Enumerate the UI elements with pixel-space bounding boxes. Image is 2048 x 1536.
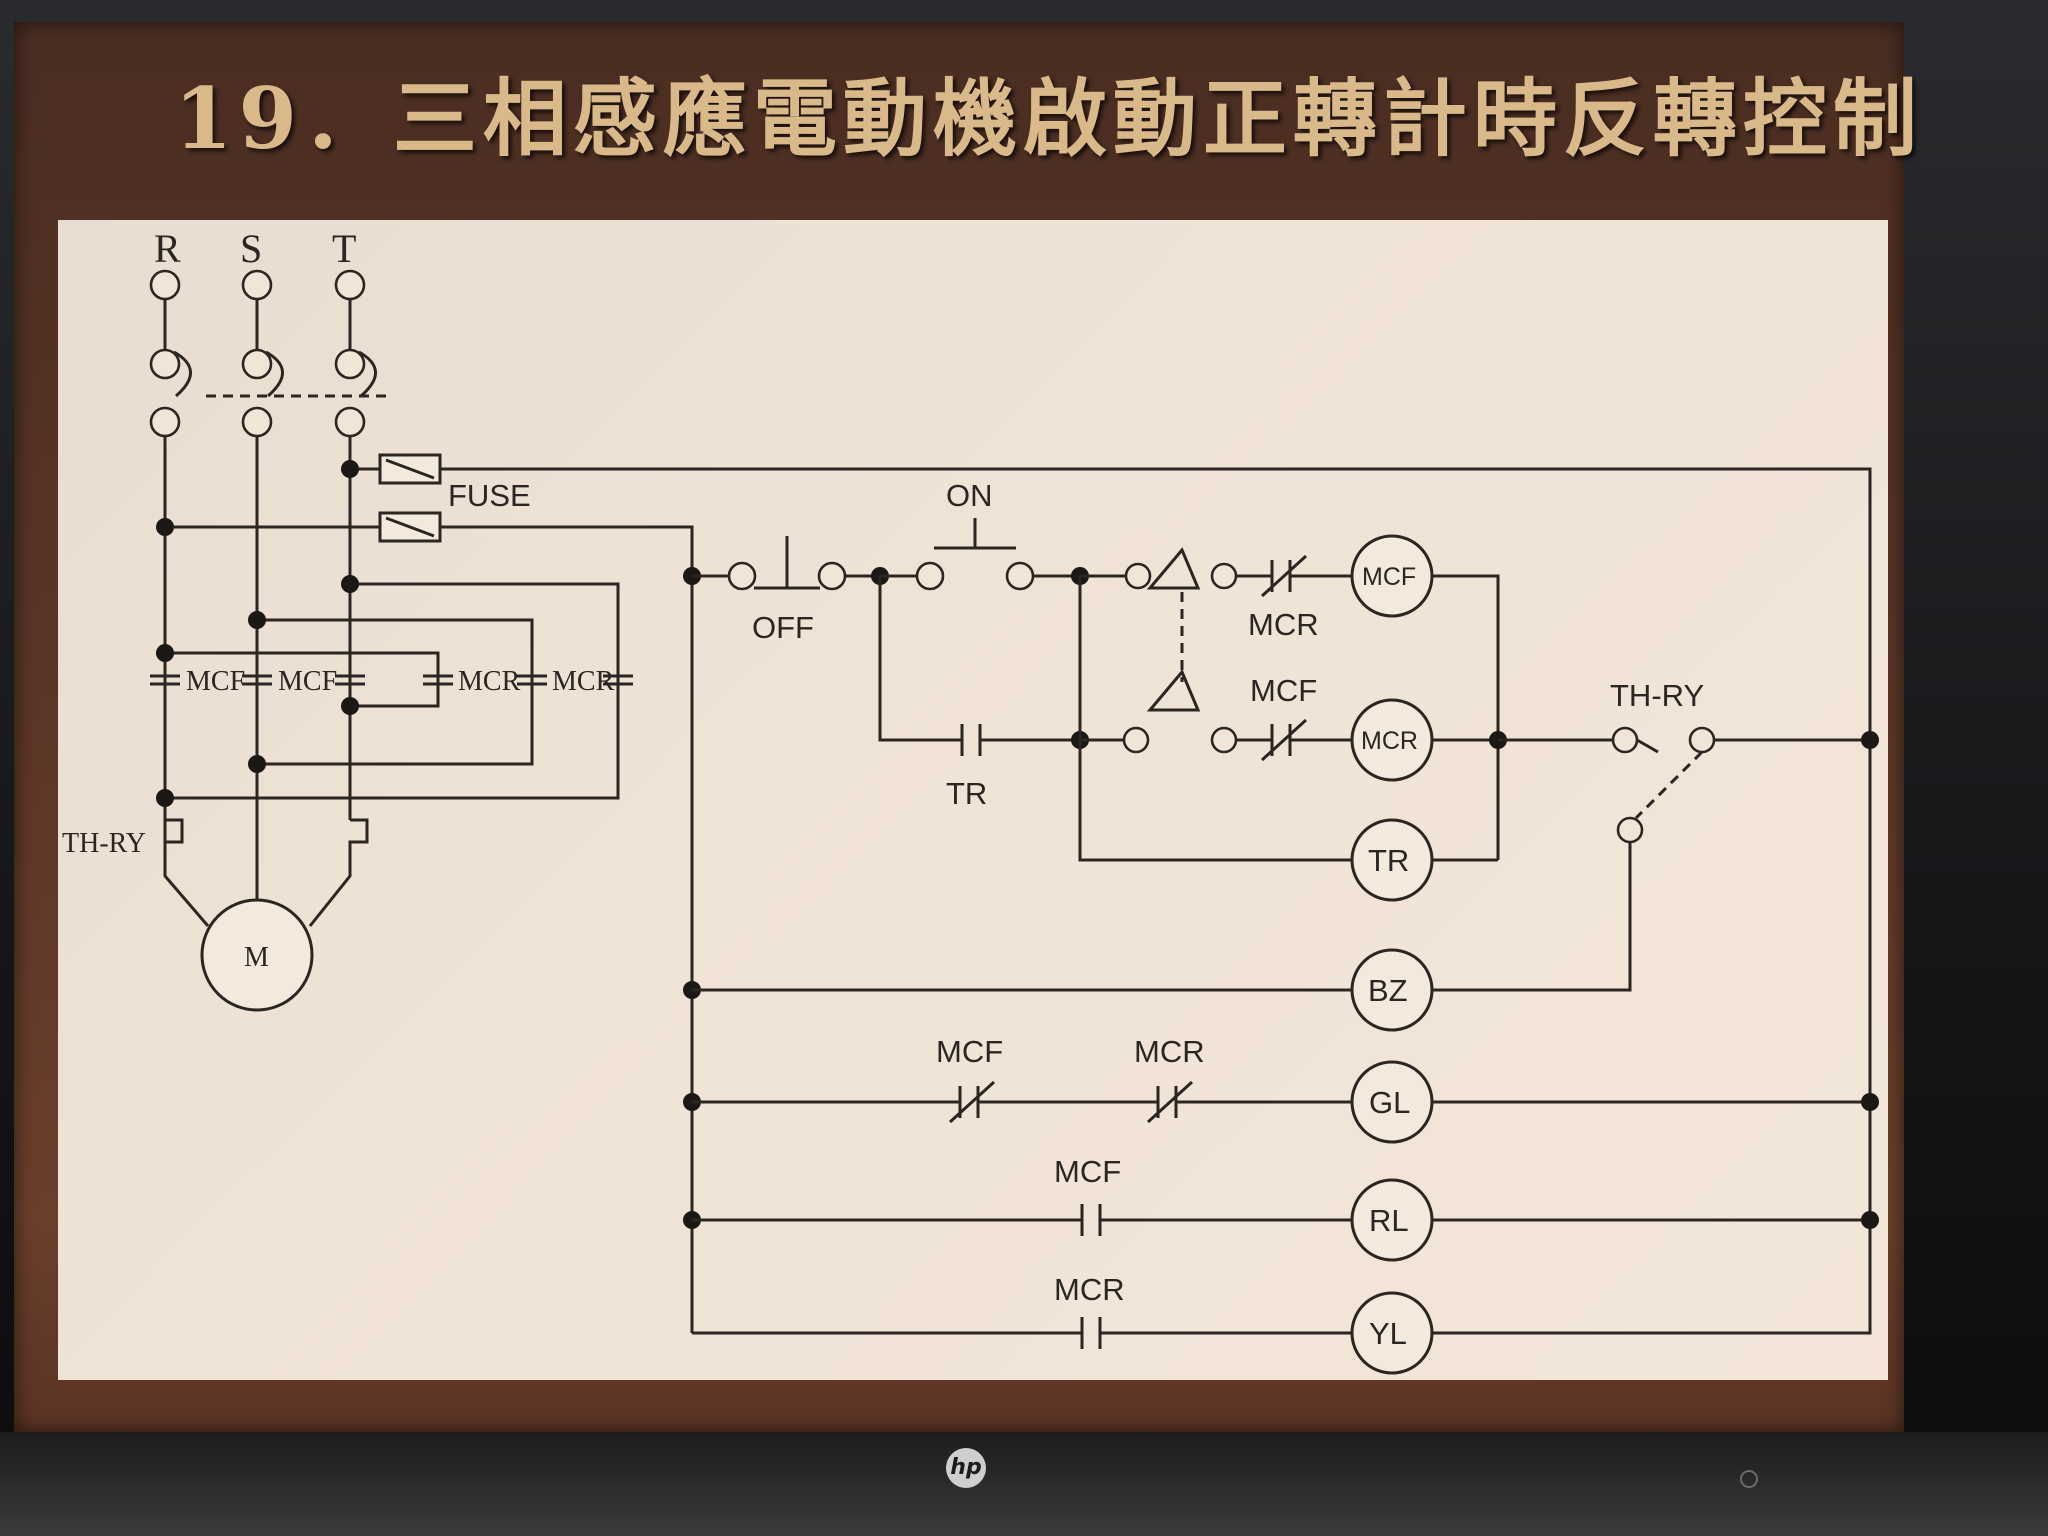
main-thermal-relay-label: TH-RY [62,828,146,859]
hp-logo-icon: hp [946,1448,986,1488]
rung2-interlock-switch [1080,669,1272,754]
fuse-lower [378,511,442,543]
main-breaker [149,348,388,438]
rung2-mcf-nc-contact [1260,718,1352,762]
off-button-label: OFF [752,610,814,645]
rl-mcf-contact [1080,1204,1102,1236]
tr-contact-label: TR [946,776,987,811]
rung1-mcr-nc-contact [1260,554,1352,598]
monitor-bezel [0,1432,2048,1536]
rung1-contact-label: MCR [1248,607,1319,642]
main-contact-label-3: MCR [458,666,521,697]
thermal-relay-contact-label: TH-RY [1610,678,1704,713]
thermal-relay-heaters [163,818,369,862]
circuit-diagram: R S T [62,226,1879,1375]
slide-title: 19．三相感應電動機啟動正轉計時反轉控制 [174,69,1923,168]
on-button-label: ON [946,478,993,513]
fuse-label: FUSE [448,478,531,513]
main-contact-label-1: MCF [186,666,245,697]
main-contact-label-2: MCF [278,666,337,697]
slide-screen: 19．三相感應電動機啟動正轉計時反轉控制 R S T [14,22,1923,1432]
rl-lamp-label: RL [1369,1203,1409,1238]
tr-contact [960,724,1080,756]
off-pushbutton [692,536,880,591]
fuse-upper [378,453,442,485]
tr-coil-label: TR [1368,843,1409,878]
rung1-interlock-switch [1080,547,1272,682]
circuit-diagram-panel: R S T [58,220,1888,1380]
phase-label-r: R [154,226,181,271]
yl-contact-label: MCR [1054,1272,1125,1307]
thermal-relay-contact [1611,726,1716,844]
rung2-contact-label: MCF [1250,673,1317,708]
yl-mcr-contact [1080,1317,1102,1349]
phase-terminals [149,269,366,301]
bz-coil-label: BZ [1368,973,1408,1008]
main-contactors [150,584,633,798]
gl-contact-label-1: MCF [936,1034,1003,1069]
mcf-coil-label: MCF [1362,563,1416,591]
phase-label-s: S [240,226,262,271]
phase-label-t: T [332,226,356,271]
power-icon[interactable] [1740,1470,1758,1488]
motor-symbol [200,898,314,1012]
gl-contact-label-2: MCR [1134,1034,1205,1069]
gl-lamp-label: GL [1369,1085,1410,1120]
mcr-coil-label: MCR [1361,727,1418,755]
motor-label: M [244,942,269,973]
on-pushbutton [880,518,1080,591]
main-contact-label-4: MCR [552,666,615,697]
yl-lamp-label: YL [1369,1316,1407,1351]
rl-contact-label: MCF [1054,1154,1121,1189]
